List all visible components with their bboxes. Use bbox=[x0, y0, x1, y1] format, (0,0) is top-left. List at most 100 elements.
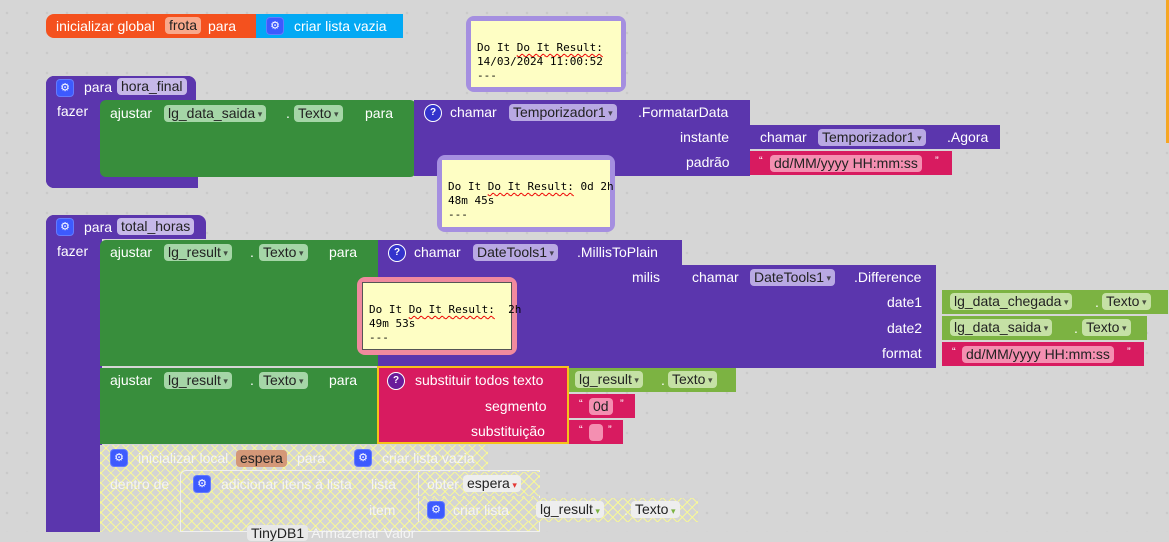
format-label: format bbox=[882, 345, 922, 361]
scrollbar-edge[interactable] bbox=[1166, 0, 1169, 143]
text-value[interactable]: 0d bbox=[589, 398, 613, 415]
obter-label: obter bbox=[427, 476, 459, 492]
global-variable-block[interactable]: inicializar global frota para bbox=[46, 14, 258, 38]
component-dropdown[interactable]: lg_result bbox=[575, 371, 643, 388]
chamar-label: chamar bbox=[692, 269, 739, 285]
set-lg-result-block-1[interactable]: ajustar lg_result . Texto para bbox=[100, 240, 380, 366]
local-var-name[interactable]: espera bbox=[236, 450, 287, 467]
next-block-partial: TinyDB1 Armazenar Valor bbox=[247, 524, 415, 542]
method-label: .FormatarData bbox=[638, 104, 729, 120]
bubble-line2: 48m 45s bbox=[448, 194, 495, 207]
gear-icon[interactable]: ⚙ bbox=[56, 218, 74, 236]
global-prefix: inicializar global bbox=[56, 18, 155, 34]
dot-label: . bbox=[1095, 294, 1099, 310]
init-local-para: para bbox=[297, 450, 326, 466]
para-label: para bbox=[365, 105, 394, 121]
text-value[interactable]: dd/MM/yyyy HH:mm:ss bbox=[770, 155, 922, 172]
call-formatar-data-block[interactable]: ? chamar Temporizador1 .FormatarData ins… bbox=[414, 100, 750, 176]
procedure-total-horas[interactable] bbox=[46, 215, 102, 532]
component-dropdown[interactable]: DateTools1 bbox=[750, 269, 836, 286]
create-empty-list-label: criar lista vazia bbox=[294, 18, 387, 34]
property-dropdown[interactable]: Texto bbox=[1102, 293, 1151, 310]
component-dropdown[interactable]: lg_result bbox=[164, 244, 232, 261]
procedure-hora-final-header: ⚙ para hora_final bbox=[46, 76, 196, 98]
property-dropdown[interactable]: Texto bbox=[259, 372, 308, 389]
quote-open: “ bbox=[952, 346, 956, 358]
method-label: .Difference bbox=[854, 269, 922, 285]
lista-label: lista bbox=[371, 476, 396, 492]
replace-all-block[interactable]: ? substituir todos texto segmento substi… bbox=[377, 366, 569, 444]
component-dropdown[interactable]: DateTools1 bbox=[473, 244, 559, 261]
component-dropdown[interactable]: lg_data_saida bbox=[950, 319, 1053, 336]
component-dropdown[interactable]: lg_result ▾ bbox=[536, 501, 604, 518]
text-value[interactable]: dd/MM/yyyy HH:mm:ss bbox=[962, 346, 1114, 363]
ajustar-label: ajustar bbox=[110, 244, 153, 260]
property-dropdown[interactable]: Texto bbox=[668, 371, 717, 388]
procedure-name[interactable]: total_horas bbox=[117, 218, 195, 235]
bubble-line3: --- bbox=[448, 208, 468, 221]
create-list-block[interactable]: ⚙ criar lista lg_result ▾ . Texto ▾ bbox=[418, 498, 698, 522]
component-dropdown[interactable]: Temporizador1 bbox=[818, 129, 926, 146]
help-icon[interactable]: ? bbox=[424, 104, 442, 122]
property-dropdown[interactable]: Texto bbox=[259, 244, 308, 261]
component-dropdown[interactable]: lg_result bbox=[164, 372, 232, 389]
bubble-title: Do It Do It Result: 2h bbox=[369, 303, 522, 316]
chamar-label: chamar bbox=[414, 244, 461, 260]
component-dropdown[interactable]: Temporizador1 bbox=[509, 104, 617, 121]
fazer-label: fazer bbox=[57, 243, 89, 259]
gear-icon[interactable]: ⚙ bbox=[266, 17, 284, 35]
help-icon[interactable]: ? bbox=[388, 244, 406, 262]
dot-label: . bbox=[250, 244, 254, 260]
chamar-label: chamar bbox=[450, 104, 497, 120]
create-empty-list-block[interactable]: ⚙ criar lista vazia bbox=[256, 14, 403, 38]
obter-var-dropdown[interactable]: espera ▾ bbox=[463, 475, 521, 492]
gear-icon[interactable]: ⚙ bbox=[427, 501, 445, 519]
text-format-block[interactable]: “ dd/MM/yyyy HH:mm:ss ” bbox=[750, 151, 952, 175]
gear-icon[interactable]: ⚙ bbox=[193, 475, 211, 493]
instante-label: instante bbox=[680, 129, 730, 145]
bubble-line2: 49m 53s bbox=[369, 317, 416, 330]
help-icon[interactable]: ? bbox=[387, 372, 405, 390]
call-agora-block[interactable]: chamar Temporizador1 .Agora bbox=[750, 125, 1000, 149]
add-items-to-list-block[interactable]: ⚙ adicionar itens à lista lista item Tin… bbox=[180, 470, 540, 541]
replace-label: substituir todos texto bbox=[415, 372, 544, 388]
dot-label: . bbox=[624, 502, 628, 518]
set-lg-result-block-2[interactable]: ajustar lg_result . Texto para bbox=[100, 368, 380, 444]
item-label: item bbox=[369, 502, 396, 518]
chamar-label: chamar bbox=[760, 129, 807, 145]
property-dropdown[interactable]: Texto bbox=[294, 105, 343, 122]
property-dropdown[interactable]: Texto bbox=[1082, 319, 1131, 336]
text-segmento-block[interactable]: “ 0d ” bbox=[569, 394, 635, 418]
get-lg-result-block[interactable]: lg_result . Texto bbox=[569, 368, 736, 392]
call-difference-block[interactable]: chamar DateTools1 .Difference date1 date… bbox=[682, 265, 936, 368]
dot-label: . bbox=[661, 372, 665, 388]
gear-icon[interactable]: ⚙ bbox=[110, 449, 128, 467]
init-local-prefix: inicializar local bbox=[138, 450, 229, 466]
add-items-label: adicionar itens à lista bbox=[221, 476, 352, 492]
global-var-name[interactable]: frota bbox=[165, 17, 202, 34]
method-label: .MillisToPlain bbox=[577, 244, 658, 260]
property-dropdown[interactable]: Texto ▾ bbox=[631, 501, 680, 518]
dot-label: . bbox=[1074, 320, 1078, 336]
component-dropdown[interactable]: lg_data_saida bbox=[164, 105, 267, 122]
tinydb-component[interactable]: TinyDB1 bbox=[247, 525, 309, 541]
gear-icon[interactable]: ⚙ bbox=[56, 79, 74, 97]
procedure-total-horas-header: ⚙ para total_horas bbox=[46, 215, 206, 239]
dot-label: . bbox=[250, 372, 254, 388]
get-espera-block[interactable]: obter espera ▾ bbox=[418, 472, 540, 496]
component-dropdown[interactable]: lg_data_chegada bbox=[950, 293, 1073, 310]
text-substituicao-block[interactable]: “ ” bbox=[569, 420, 623, 444]
procedure-name[interactable]: hora_final bbox=[117, 78, 187, 95]
proc1-bottom-bar bbox=[46, 176, 198, 188]
get-lg-data-saida-block[interactable]: lg_data_saida . Texto bbox=[942, 316, 1147, 340]
text-format-block[interactable]: “ dd/MM/yyyy HH:mm:ss ” bbox=[942, 342, 1144, 366]
date1-label: date1 bbox=[887, 294, 923, 310]
get-lg-data-chegada-block[interactable]: lg_data_chegada . Texto bbox=[942, 290, 1168, 314]
text-value[interactable] bbox=[589, 424, 603, 441]
milis-label: milis bbox=[632, 269, 660, 285]
gear-icon[interactable]: ⚙ bbox=[354, 449, 372, 467]
do-it-result-bubble-1: Do It Do It Result: 14/03/2024 11:00:52 … bbox=[466, 16, 626, 92]
do-it-result-bubble-3: Do It Do It Result: 2h 49m 53s --- bbox=[357, 277, 521, 355]
set-lg-data-saida-block[interactable]: ajustar lg_data_saida . Texto para bbox=[100, 100, 416, 177]
criar-lista-label: criar lista bbox=[453, 502, 510, 518]
